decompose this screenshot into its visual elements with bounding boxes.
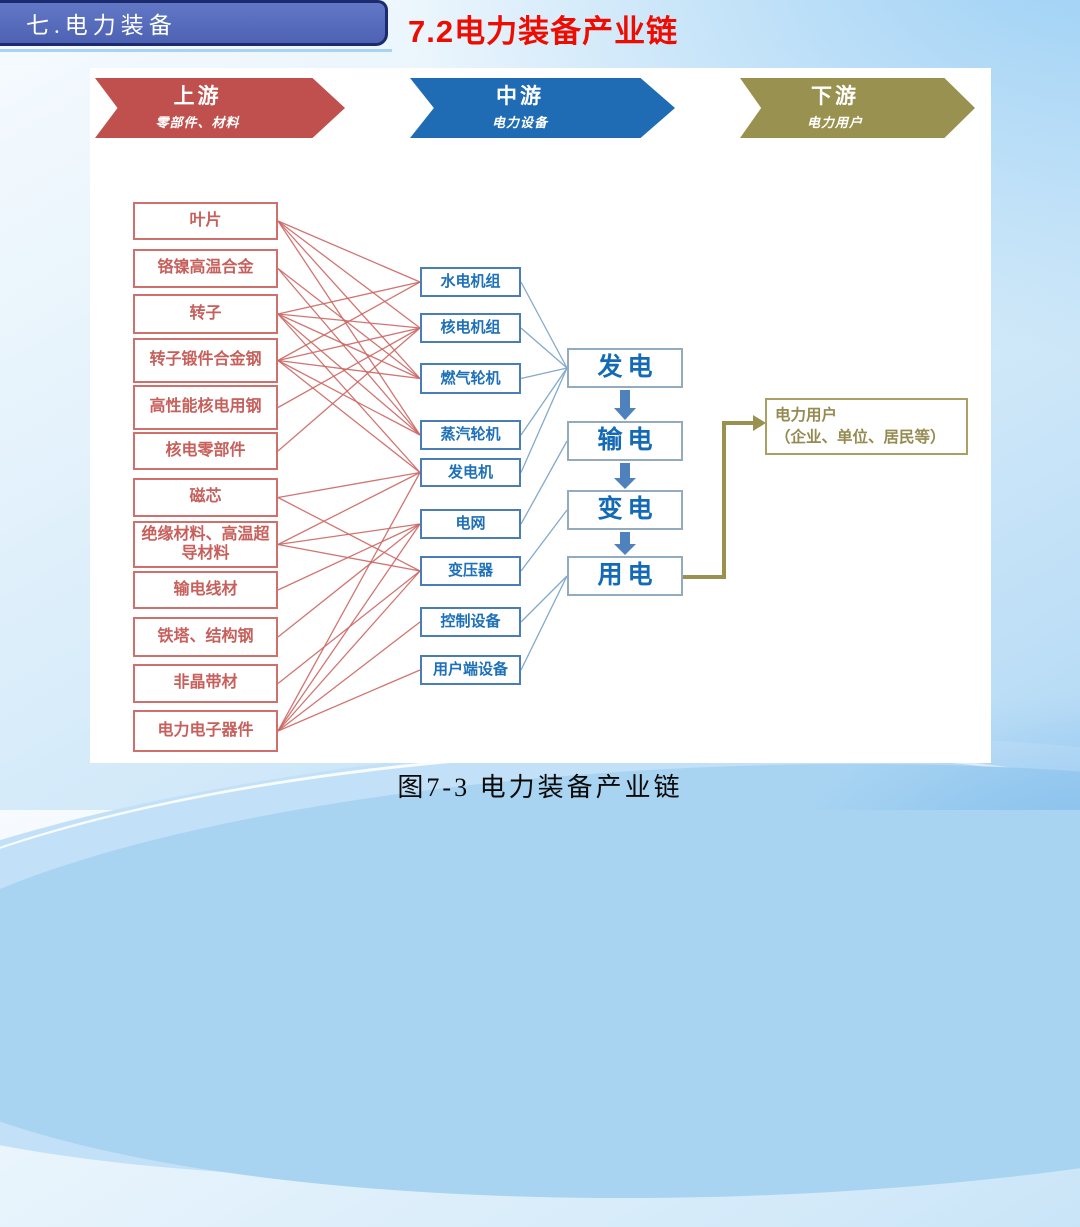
banner-midstream-subtitle: 电力设备 <box>491 114 548 130</box>
link-upstream-4-midstream-1 <box>277 327 421 409</box>
downstream-users-line2: （企业、单位、居民等） <box>775 428 946 446</box>
upstream-box-nuclear-steel: 高性能核电用钢 <box>133 385 278 430</box>
upstream-box-insulation-superconductor: 绝缘材料、高温超导材料 <box>133 521 278 568</box>
link-upstream-0-midstream-3 <box>277 220 421 436</box>
link-upstream-6-midstream-4 <box>277 471 421 499</box>
upstream-box-transmission-wire: 输电线材 <box>133 571 278 609</box>
banner-upstream-subtitle: 零部件、材料 <box>155 114 240 130</box>
upstream-box-cr-ni-alloy: 铬镍高温合金 <box>133 249 278 288</box>
flow-arrow-generation-to-transmission <box>614 390 636 420</box>
upstream-box-power-electronics: 电力电子器件 <box>133 710 278 752</box>
upstream-box-blade: 叶片 <box>133 202 278 240</box>
upstream-box-rotor-forging-steel: 转子锻件合金钢 <box>133 338 278 383</box>
connector-consumption-to-users <box>683 415 766 579</box>
banner-downstream-arrow: 下游 电力用户 <box>740 78 975 138</box>
link-midstream-4-stage-0 <box>520 367 568 473</box>
upstream-box-magnetic-core: 磁芯 <box>133 478 278 517</box>
figure-caption: 图7-3 电力装备产业链 <box>397 773 683 802</box>
banner-midstream-arrow: 中游 电力设备 <box>410 78 675 138</box>
stage-box-consumption: 用电 <box>567 556 683 596</box>
midstream-box-hydro-unit: 水电机组 <box>420 267 521 297</box>
midstream-box-nuclear-unit: 核电机组 <box>420 313 521 343</box>
upstream-box-tower-structural-steel: 铁塔、结构钢 <box>133 617 278 657</box>
midstream-box-user-end-equipment: 用户端设备 <box>420 655 521 685</box>
link-midstream-1-stage-0 <box>520 327 568 369</box>
midstream-box-transformer: 变压器 <box>420 556 521 586</box>
banner-midstream-title: 中游 <box>495 85 544 109</box>
stage-box-transmission: 输电 <box>567 421 683 461</box>
link-upstream-2-midstream-4 <box>277 313 421 473</box>
link-midstream-7-stage-3 <box>520 575 568 623</box>
flow-arrow-transformation-to-consumption <box>614 532 636 555</box>
link-upstream-0-midstream-2 <box>277 220 421 379</box>
banner-upstream-title: 上游 <box>173 85 222 109</box>
chapter-tab-label: 七.电力装备 <box>26 13 177 38</box>
stage-box-transformation: 变电 <box>567 490 683 530</box>
link-upstream-11-midstream-4 <box>277 472 421 732</box>
link-midstream-8-stage-3 <box>520 575 568 671</box>
midstream-box-grid: 电网 <box>420 509 521 539</box>
link-midstream-0-stage-0 <box>520 281 568 369</box>
link-upstream-7-midstream-6 <box>277 543 421 572</box>
midstream-box-gas-turbine: 燃气轮机 <box>420 363 521 394</box>
slide-title: 7.2电力装备产业链 <box>408 14 679 49</box>
banner-downstream-subtitle: 电力用户 <box>806 114 863 130</box>
link-midstream-5-stage-1 <box>520 440 568 525</box>
midstream-box-control-equipment: 控制设备 <box>420 607 521 637</box>
link-upstream-3-midstream-3 <box>277 359 421 436</box>
midstream-box-steam-turbine: 蒸汽轮机 <box>420 420 521 450</box>
stage-box-generation: 发电 <box>567 348 683 388</box>
upstream-box-rotor: 转子 <box>133 294 278 334</box>
diagram-panel: 上游 零部件、材料 中游 电力设备 下游 电力用户 叶片 铬镍高温合金 转子 转… <box>90 68 991 763</box>
link-midstream-6-stage-2 <box>520 509 568 572</box>
link-upstream-2-midstream-0 <box>277 281 421 315</box>
link-upstream-0-midstream-1 <box>277 220 421 329</box>
chapter-tab: 七.电力装备 <box>0 0 388 46</box>
flow-arrow-transmission-to-transformation <box>614 463 636 489</box>
link-upstream-0-midstream-0 <box>277 220 421 283</box>
link-midstream-3-stage-0 <box>520 367 568 436</box>
chapter-tab-underline <box>0 49 392 52</box>
link-upstream-11-midstream-6 <box>277 570 421 732</box>
midstream-box-generator: 发电机 <box>420 458 521 487</box>
background-curve-band-dark <box>0 735 1080 1227</box>
upstream-box-nuclear-parts: 核电零部件 <box>133 432 278 470</box>
downstream-users-box: 电力用户 （企业、单位、居民等） <box>765 398 968 455</box>
link-upstream-11-midstream-7 <box>277 621 421 732</box>
banner-upstream-arrow: 上游 零部件、材料 <box>95 78 345 138</box>
downstream-users-line1: 电力用户 <box>775 407 838 424</box>
banner-downstream-title: 下游 <box>810 85 859 109</box>
upstream-box-amorphous-strip: 非晶带材 <box>133 664 278 703</box>
